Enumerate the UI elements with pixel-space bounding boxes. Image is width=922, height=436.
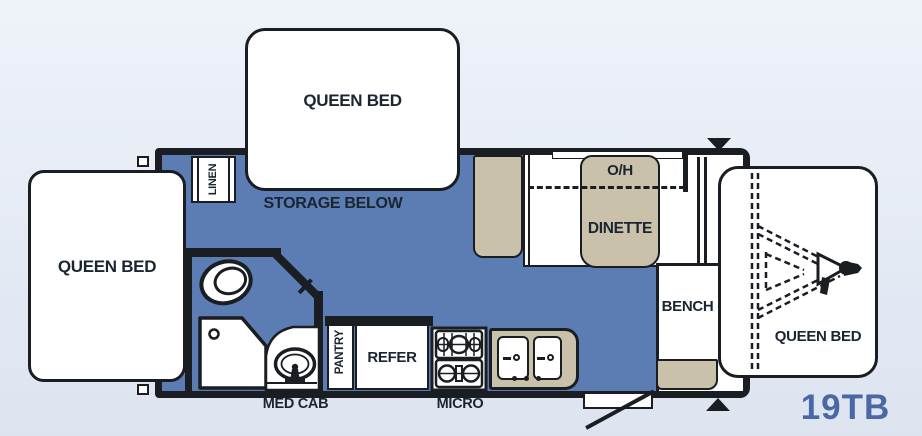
refrigerator <box>355 324 429 390</box>
pantry-cabinet <box>327 324 354 390</box>
dinette-seat-divider-line2 <box>528 155 530 267</box>
linen-door-line2 <box>228 157 230 202</box>
dinette-table <box>580 155 660 268</box>
bath-sink-icon <box>263 320 319 392</box>
faucet-right-icon <box>547 354 554 361</box>
wardrobe-divider <box>683 155 688 192</box>
toilet-icon <box>197 251 259 313</box>
stove-icon <box>430 314 490 392</box>
overhead-label: O/H <box>607 162 633 179</box>
dinette-seat-divider-line <box>523 155 525 267</box>
model-label: 19TB <box>800 388 891 427</box>
faucet-left-icon <box>513 354 520 361</box>
shower-icon <box>194 312 270 392</box>
faucet-left-line <box>503 357 511 360</box>
queen-bed-left-latch-bottom <box>137 384 149 395</box>
queen-bed-left-latch-top <box>137 156 149 167</box>
dinette-seat-left <box>473 155 523 258</box>
counter-dot <box>512 376 517 381</box>
bathroom-top-wall <box>185 248 281 257</box>
bench-left-line <box>656 263 659 391</box>
bench-cushion <box>656 359 718 390</box>
queen-bed-left-label: QUEEN BED <box>57 257 157 276</box>
dinette-seat-right-line2 <box>704 157 707 265</box>
storage-below-label: STORAGE BELOW <box>263 195 403 212</box>
dinette-seat-right-line <box>697 157 700 265</box>
hitch-icon <box>721 169 875 375</box>
kitchen-top-bar <box>325 316 433 326</box>
counter-dot2 <box>524 376 529 381</box>
entry-marker-top-icon <box>707 138 731 151</box>
queen-bed-top-slide <box>245 28 460 191</box>
bathroom-left-wall <box>185 248 192 393</box>
queen-bed-front <box>718 166 878 378</box>
pantry-label: PANTRY <box>333 330 346 375</box>
queen-bed-top-label: QUEEN BED <box>303 91 402 110</box>
linen-label: LINEN <box>207 163 219 196</box>
faucet-right-line <box>537 357 545 360</box>
entry-marker-bottom-icon <box>706 398 730 411</box>
dinette-label: DINETTE <box>587 220 653 237</box>
med-cab-label: MED CAB <box>262 396 329 412</box>
queen-bed-front-label: QUEEN BED <box>774 328 862 345</box>
bench-top-line <box>656 263 720 266</box>
overhead-dashed-line <box>528 186 685 189</box>
refer-label: REFER <box>367 349 417 366</box>
counter-dot3 <box>536 376 541 381</box>
queen-bed-left-slide <box>28 170 186 382</box>
micro-label: MICRO <box>436 396 484 412</box>
linen-door-line <box>197 157 199 202</box>
bench-label: BENCH <box>661 298 714 315</box>
